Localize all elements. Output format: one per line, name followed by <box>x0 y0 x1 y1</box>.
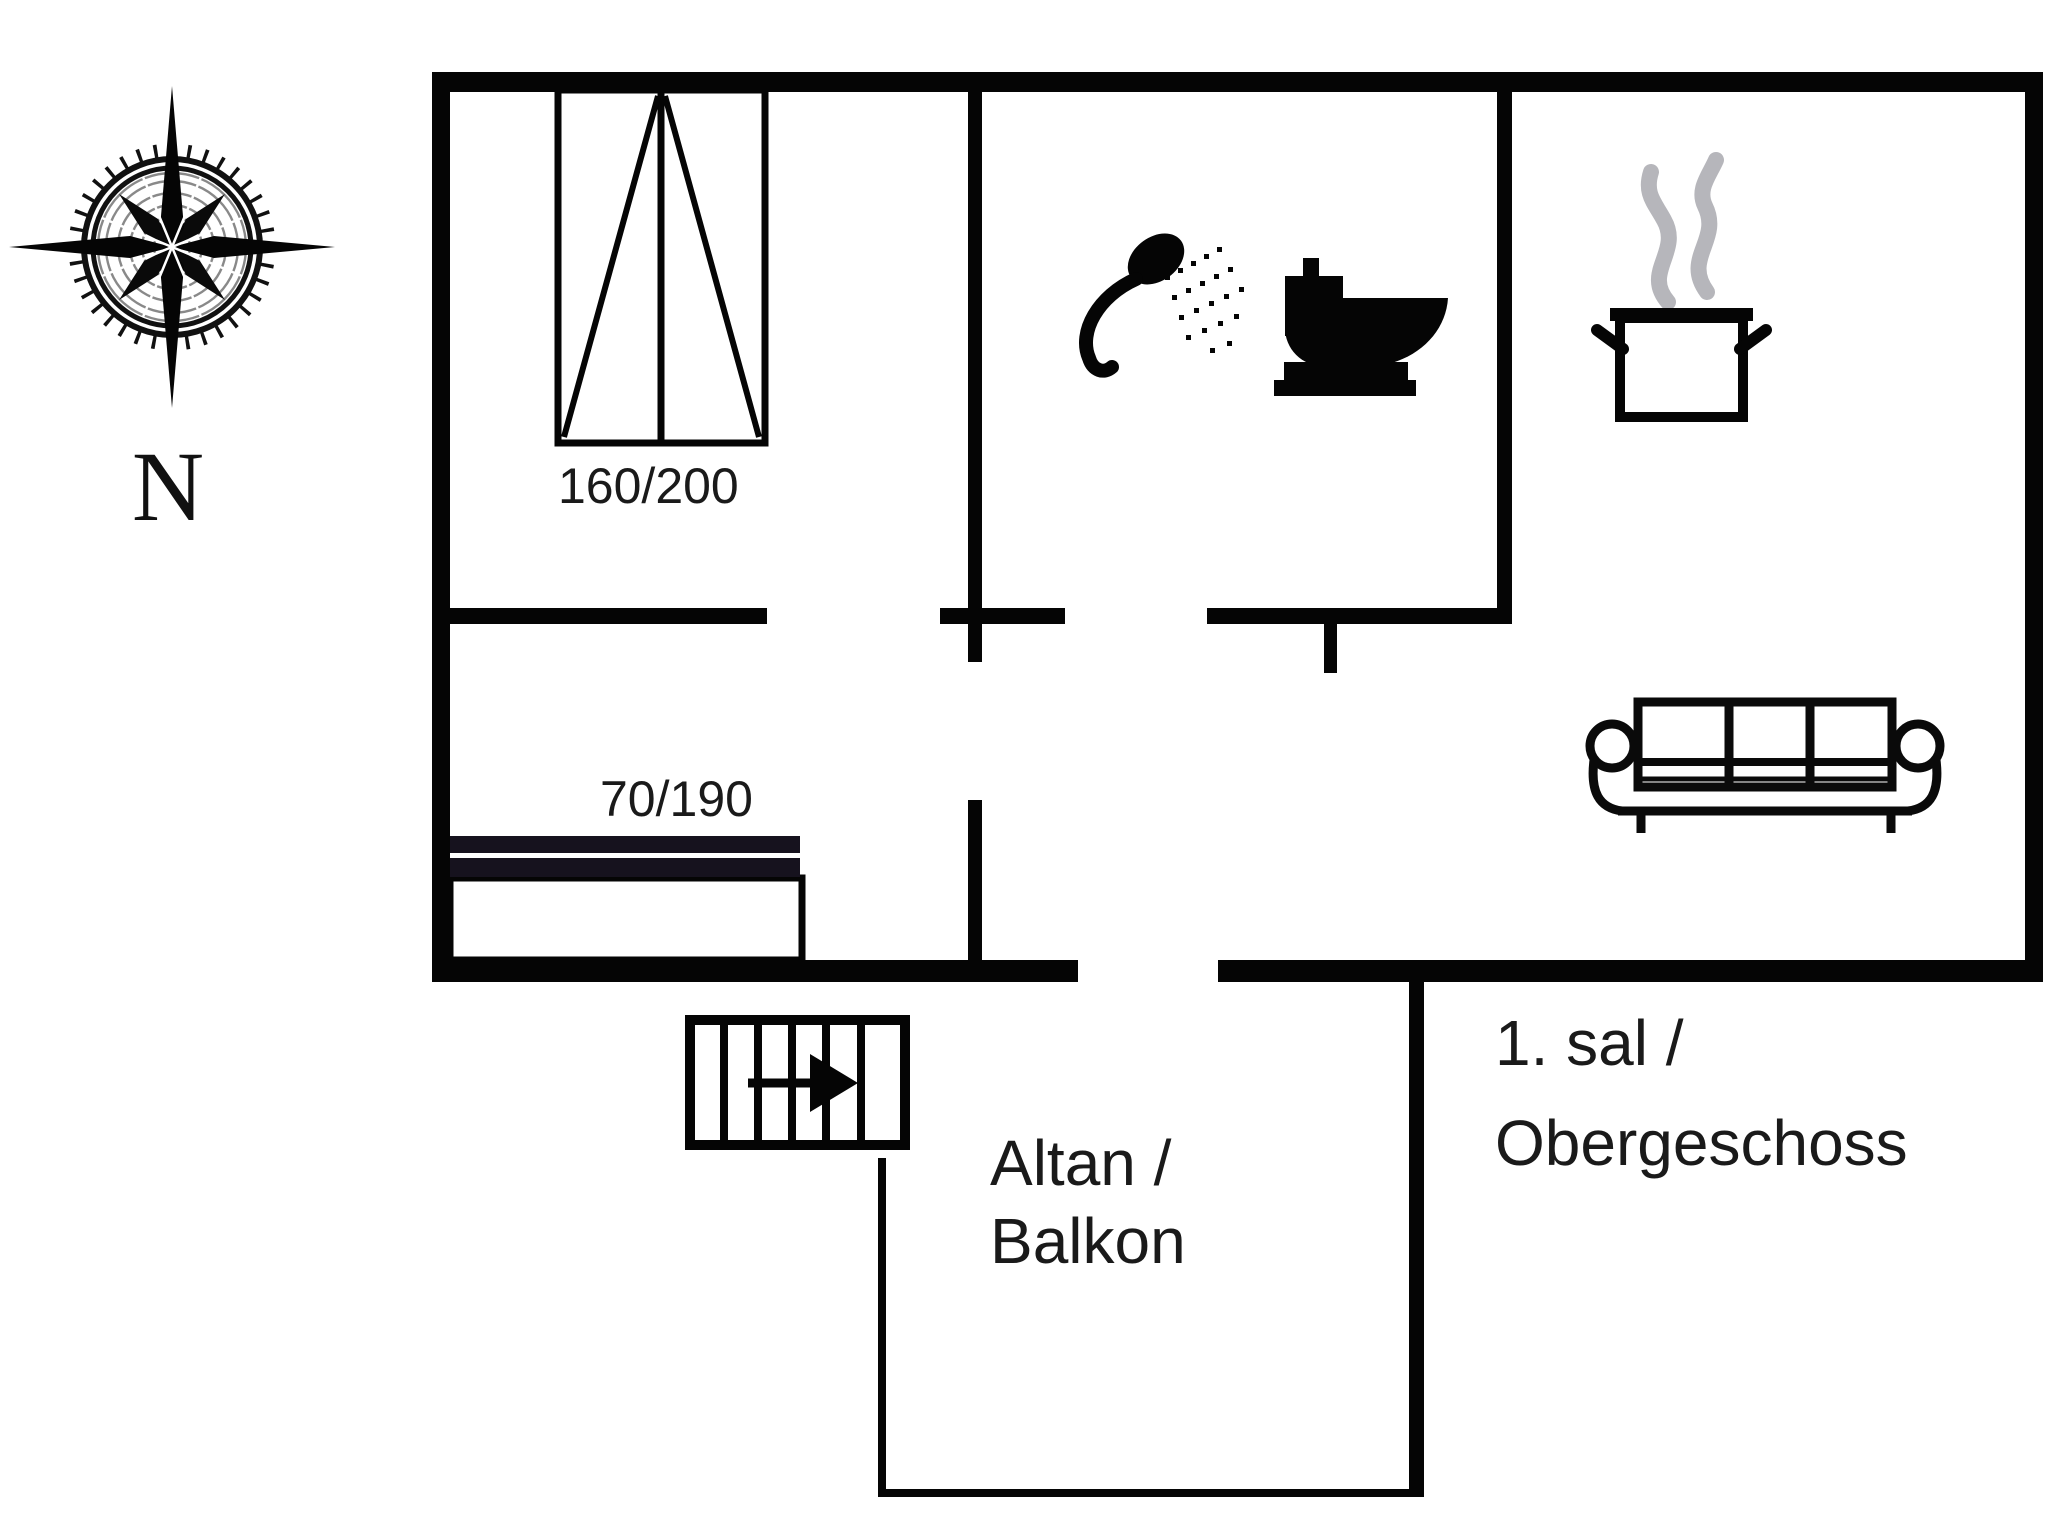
shower-spray-dots <box>1165 247 1244 353</box>
stairs-icon <box>685 1015 910 1150</box>
divider-wall-segment-3 <box>1207 608 1512 624</box>
stairs-direction-arrow-icon <box>748 1054 858 1112</box>
balcony-left-line <box>878 1158 886 1497</box>
outer-wall-left <box>432 72 450 982</box>
outer-wall-top <box>432 72 2043 92</box>
shower-icon <box>1079 233 1244 378</box>
balcony-right-wall <box>1409 982 1424 1497</box>
steam-icon <box>1640 152 1724 310</box>
divider-wall-segment-1 <box>450 608 767 624</box>
bathroom-left-wall-upper <box>968 92 982 662</box>
divider-wall-segment-2 <box>940 608 1065 624</box>
bathroom-left-wall-lower <box>968 800 982 960</box>
single-bed-icon <box>446 836 806 964</box>
outer-wall-bottom-left <box>432 960 1078 982</box>
balcony-label-line2: Balkon <box>990 1205 1186 1277</box>
double-bed-size-label: 160/200 <box>558 458 739 514</box>
single-bed-size-label: 70/190 <box>600 771 753 827</box>
toilet-icon <box>1274 258 1448 396</box>
stair-hall-stub-wall <box>1324 624 1337 673</box>
double-bed-icon <box>554 86 769 447</box>
walls <box>432 72 2043 1497</box>
floor-label-line1: 1. sal / <box>1495 1007 1684 1079</box>
outer-wall-right <box>2025 72 2043 982</box>
compass-north-label: N <box>132 431 204 542</box>
floor-label-line2: Obergeschoss <box>1495 1107 1908 1179</box>
sofa-icon <box>1585 697 1945 833</box>
balcony-outline <box>878 1158 1424 1497</box>
bathroom-right-wall <box>1497 92 1512 624</box>
outer-wall-bottom-right <box>1218 960 2043 982</box>
cooking-pot-icon <box>1591 308 1772 422</box>
balcony-bottom-line <box>878 1489 1424 1497</box>
compass-rose-icon <box>9 86 335 408</box>
balcony-label-line1: Altan / <box>990 1127 1172 1199</box>
